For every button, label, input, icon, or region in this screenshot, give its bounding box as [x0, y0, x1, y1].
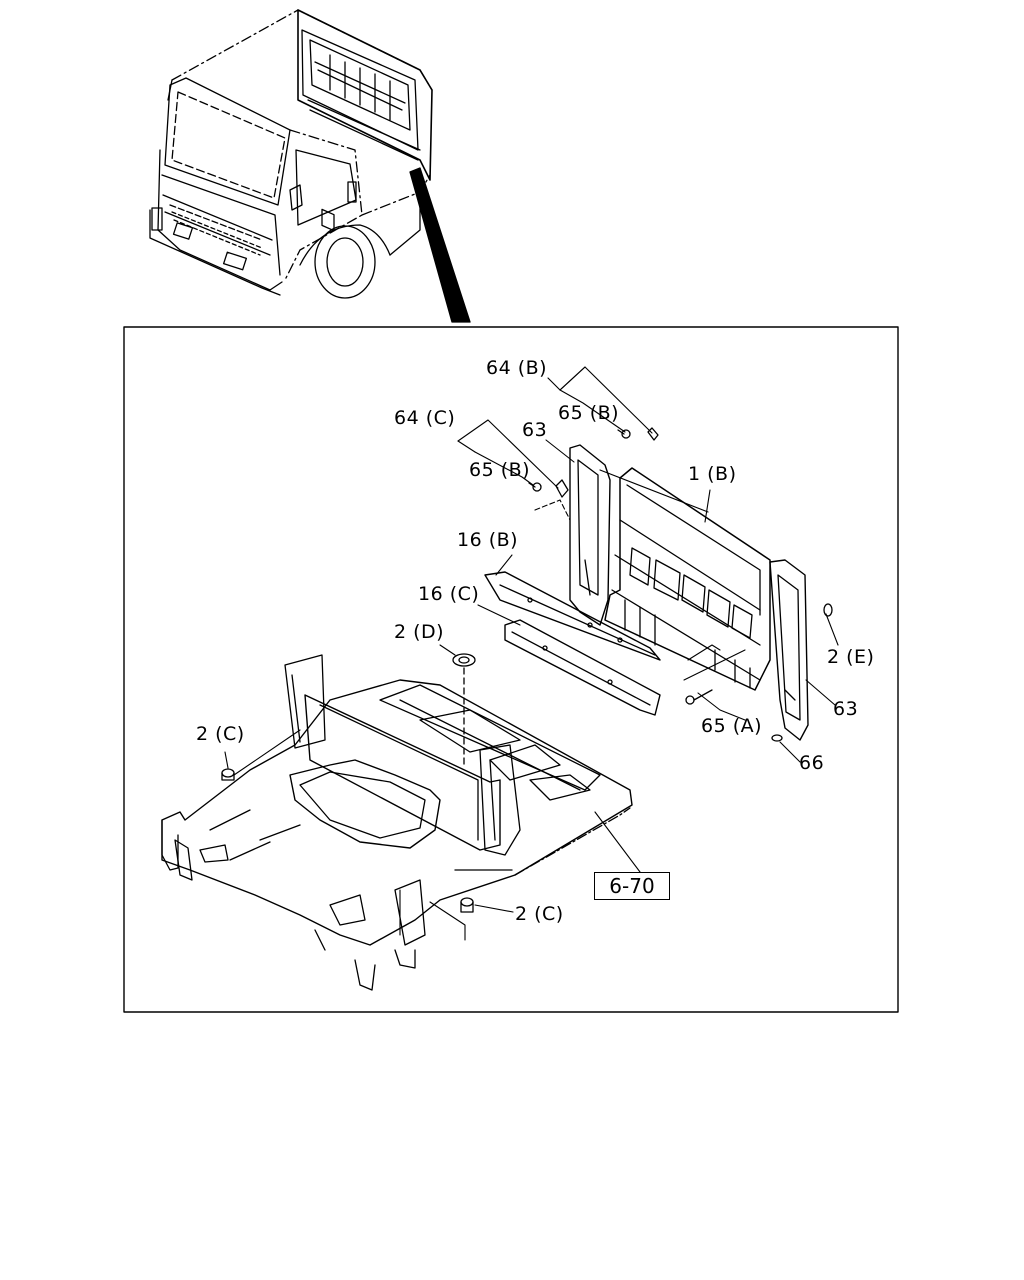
label-16c: 16 (C) [418, 583, 480, 605]
label-65b-top: 65 (B) [558, 402, 620, 424]
bolt-65b-mid [529, 483, 541, 491]
bracket-64b [648, 428, 658, 440]
callout-wedge [410, 168, 470, 322]
label-2e: 2 (E) [827, 646, 875, 668]
rail-16b [485, 572, 660, 660]
label-64c: 64 (C) [394, 407, 456, 429]
pillar-63-left [570, 445, 610, 625]
rail-16c [505, 620, 660, 715]
bolt-65a [686, 690, 712, 704]
pillar-63-right [770, 560, 808, 740]
bolt-65b-top [618, 430, 630, 438]
label-65b-mid: 65 (B) [469, 459, 531, 481]
bracket-64c [556, 480, 568, 497]
truck-cab-thumbnail [150, 10, 432, 298]
label-64b: 64 (B) [486, 357, 548, 379]
reference-6-70[interactable]: 6-70 [594, 872, 670, 900]
label-1b: 1 (B) [688, 463, 737, 485]
rear-panel-1b [605, 468, 770, 690]
label-63-left: 63 [522, 419, 548, 441]
label-2d: 2 (D) [394, 621, 445, 643]
label-16b: 16 (B) [457, 529, 519, 551]
grommet-2d [453, 654, 475, 768]
label-65a: 65 (A) [701, 715, 763, 737]
label-66: 66 [799, 752, 825, 774]
part-66 [772, 735, 782, 741]
leader-lines [225, 367, 838, 940]
floor-assembly [162, 655, 632, 990]
grommet-2c-bottom [461, 898, 473, 912]
label-63-right: 63 [833, 698, 859, 720]
plug-2e [824, 604, 832, 616]
label-2c-left: 2 (C) [196, 723, 245, 745]
detail-frame [124, 327, 898, 1012]
grommet-2c-left [222, 769, 234, 780]
label-2c-bottom: 2 (C) [515, 903, 564, 925]
